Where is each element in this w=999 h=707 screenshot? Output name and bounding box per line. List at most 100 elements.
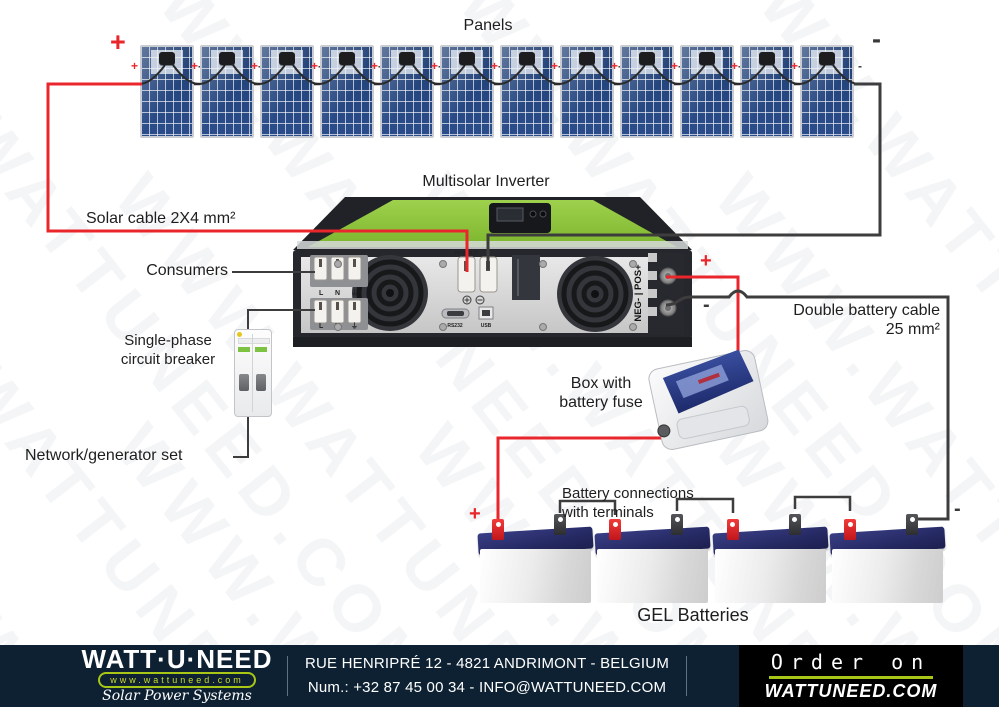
- panel-junction-box: [699, 52, 715, 65]
- battery-body: [597, 549, 709, 603]
- inverter-ac-input-block: L N ⏚: [310, 298, 368, 330]
- panel-junction-box: [459, 52, 475, 65]
- solar-panel: + -: [671, 45, 742, 138]
- svg-text:N: N: [335, 290, 340, 297]
- circuit-breaker-label: Single-phase circuit breaker: [120, 332, 216, 368]
- footer-address: RUE HENRIPRÉ 12 - 4821 ANDRIMONT - BELGI…: [304, 655, 670, 672]
- breaker-window: [238, 338, 270, 344]
- svg-text:L: L: [319, 323, 324, 330]
- panel-junction-box: [159, 52, 175, 65]
- circuit-breaker: [234, 329, 272, 417]
- panel-junction-cables: [679, 64, 739, 85]
- battery-positive-sign: +: [469, 503, 481, 525]
- footer-contact: Num.: +32 87 45 00 34 - INFO@WATTUNEED.C…: [307, 679, 667, 696]
- solar-panel: + -: [731, 45, 802, 138]
- footer-address-block: RUE HENRIPRÉ 12 - 4821 ANDRIMONT - BELGI…: [288, 652, 686, 700]
- inverter-negative-sign: -: [703, 294, 710, 316]
- footer-divider: [287, 656, 288, 696]
- breaker-divider: [252, 334, 253, 412]
- panel-plus-mark: +: [371, 59, 379, 73]
- fuse-box-label: Box with battery fuse: [559, 375, 643, 411]
- panel-plus-mark: +: [191, 59, 199, 73]
- panel-junction-box: [339, 52, 355, 65]
- breaker-indicator: [255, 347, 267, 352]
- svg-text:PV INPUT: PV INPUT: [454, 251, 477, 257]
- panel-junction-box: [759, 52, 775, 65]
- screw-icon: [334, 323, 342, 331]
- panel-minus-mark: -: [858, 59, 862, 73]
- battery-body: [714, 549, 826, 603]
- order-on-box: Order on WATTUNEED.COM: [739, 644, 963, 707]
- inverter-sticker-line: [517, 259, 519, 296]
- battery-negative-terminal: [906, 514, 919, 535]
- order-site-label: WATTUNEED.COM: [764, 680, 938, 701]
- panel-junction-box: [279, 52, 295, 65]
- inverter-lid-edge: [297, 241, 688, 249]
- svg-text:L: L: [319, 290, 324, 297]
- breaker-toggle: [239, 374, 249, 391]
- breaker-led: [237, 332, 242, 337]
- double-battery-cable-label: Double battery cable 25 mm²: [793, 302, 940, 338]
- panel-plus-mark: +: [131, 59, 139, 73]
- panel-junction-box: [639, 52, 655, 65]
- svg-text:⏚: ⏚: [351, 289, 358, 297]
- gel-battery: [829, 510, 946, 605]
- solar-cable-label: Solar cable 2X4 mm²: [86, 210, 236, 227]
- panels-label: Panels: [463, 17, 513, 34]
- battery-body: [480, 549, 591, 603]
- gel-battery: [712, 510, 829, 605]
- breaker-indicator: [238, 347, 250, 352]
- battery-body: [832, 549, 944, 603]
- battery-positive-terminal: [726, 519, 739, 540]
- panel-junction-cables: [439, 64, 499, 85]
- solar-panel: + -: [791, 45, 862, 138]
- battery-jumper-wire: [793, 495, 852, 511]
- panel-plus-mark: +: [671, 59, 679, 73]
- panel-junction-box: [579, 52, 595, 65]
- footer-divider: [686, 656, 687, 696]
- breaker-toggle: [256, 374, 266, 391]
- panel-junction-cables: [499, 64, 559, 85]
- consumers-label: Consumers: [146, 262, 228, 279]
- panel-junction-box: [399, 52, 415, 65]
- inverter-fan: [557, 256, 633, 332]
- solar-panel: + -: [251, 45, 322, 138]
- solar-panel: + -: [431, 45, 502, 138]
- panel-junction-cables: [319, 64, 379, 85]
- panel-plus-mark: +: [251, 59, 259, 73]
- inverter-base: [293, 337, 692, 347]
- inverter-neg-pos-label: NEG- | POS+: [633, 264, 644, 322]
- panel-junction-cables: [739, 64, 799, 85]
- gel-battery: [477, 510, 594, 605]
- inverter-display-button: [539, 210, 547, 218]
- inverter-usb-port: USB: [478, 306, 494, 329]
- inverter-positive-sign: +: [700, 250, 712, 272]
- string-negative-sign: -: [872, 24, 881, 54]
- solar-panel: + -: [131, 45, 202, 138]
- panel-plus-mark: +: [611, 59, 619, 73]
- battery-negative-sign: -: [954, 498, 961, 520]
- solar-panel: + -: [371, 45, 442, 138]
- panel-plus-mark: +: [491, 59, 499, 73]
- battery-connections-label: Battery connections with terminals: [562, 485, 694, 521]
- inverter-graphic: L N ⏚ L N ⏚ PV INPUT: [293, 197, 692, 347]
- battery-positive-terminal: [492, 519, 504, 540]
- battery-positive-terminal: [609, 519, 622, 540]
- panel-junction-cables: [259, 64, 319, 85]
- logo-url-pill: www.wattuneed.com: [98, 672, 256, 688]
- solar-panel: + -: [191, 45, 262, 138]
- panel-junction-cables: [199, 64, 259, 85]
- solar-panel: + -: [491, 45, 562, 138]
- solar-panel: + -: [551, 45, 622, 138]
- battery-positive-terminal: [844, 519, 857, 540]
- svg-text:RS232: RS232: [447, 323, 463, 329]
- screw-icon: [539, 260, 547, 268]
- panel-plus-mark: +: [731, 59, 739, 73]
- inverter-battery-terminal-block: [648, 253, 684, 335]
- panel-junction-box: [819, 52, 835, 65]
- network-generator-label: Network/generator set: [25, 447, 183, 464]
- panel-junction-cables: [559, 64, 619, 85]
- multisolar-inverter: L N ⏚ L N ⏚ PV INPUT: [293, 197, 692, 347]
- solar-panel: + -: [311, 45, 382, 138]
